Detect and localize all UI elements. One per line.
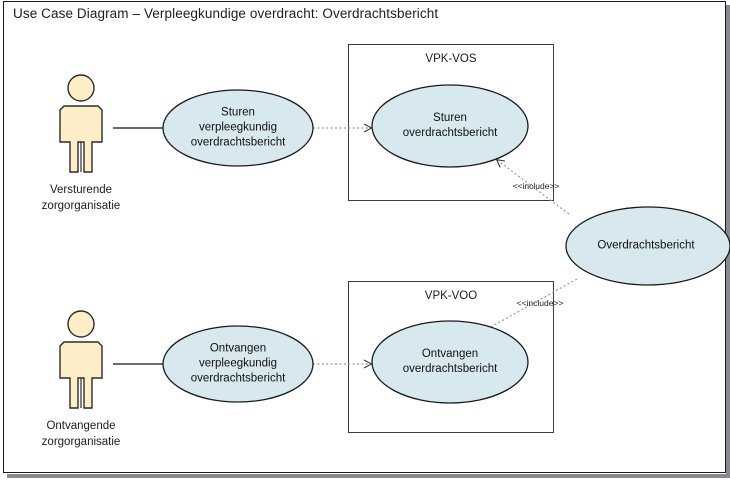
usecase-label-line: Overdrachtsbericht <box>597 239 695 252</box>
usecase-ontvangen-overdrachtsbericht-label: Ontvangen overdrachtsbericht <box>403 347 498 377</box>
actor-versturende-zorgorganisatie-label: Versturende zorgorganisatie <box>42 182 121 214</box>
usecase-sturen-verpleegkundig-overdrachtsbericht-label: Sturen verpleegkundig overdrachtsbericht <box>191 106 286 151</box>
diagram-frame-shadow-bottom <box>7 474 730 478</box>
usecase-label-line: Ontvangen <box>209 342 267 355</box>
package-vpk-voo-title: VPK-VOO <box>424 290 478 302</box>
usecase-label-line: Ontvangen <box>421 348 479 360</box>
usecase-overdrachtsbericht-label: Overdrachtsbericht <box>597 239 694 254</box>
include-stereotype-sturen: <<include>> <box>512 181 560 191</box>
diagram-frame-shadow-right <box>726 5 730 478</box>
usecase-label-line: overdrachtsbericht <box>190 136 286 149</box>
actor-label-line: zorgorganisatie <box>41 200 121 212</box>
usecase-label-line: verpleegkundig <box>198 121 278 134</box>
diagram-title: Use Case Diagram – Verpleegkundige overd… <box>13 6 439 21</box>
usecase-sturen-overdrachtsbericht-label: Sturen overdrachtsbericht <box>403 111 498 141</box>
usecase-label-line: overdrachtsbericht <box>190 372 286 385</box>
usecase-label-line: overdrachtsbericht <box>402 363 498 375</box>
usecase-label-line: verpleegkundig <box>198 357 278 370</box>
package-vpk-vos-title: VPK-VOS <box>425 53 477 65</box>
actor-label-line: Versturende <box>49 184 113 196</box>
include-stereotype-ontvangen: <<include>> <box>516 298 564 308</box>
usecase-ontvangen-verpleegkundig-overdrachtsbericht-label: Ontvangen verpleegkundig overdrachtsberi… <box>191 342 286 387</box>
usecase-label-line: Sturen <box>221 106 255 119</box>
actor-label-line: zorgorganisatie <box>41 436 121 448</box>
usecase-label-line: overdrachtsbericht <box>402 127 498 139</box>
usecase-label-line: Sturen <box>433 112 467 124</box>
actor-label-line: Ontvangende <box>46 420 116 432</box>
package-vpk-vos[interactable]: VPK-VOS <box>348 44 554 201</box>
package-vpk-voo[interactable]: VPK-VOO <box>348 281 554 433</box>
actor-ontvangende-zorgorganisatie-label: Ontvangende zorgorganisatie <box>42 418 121 450</box>
